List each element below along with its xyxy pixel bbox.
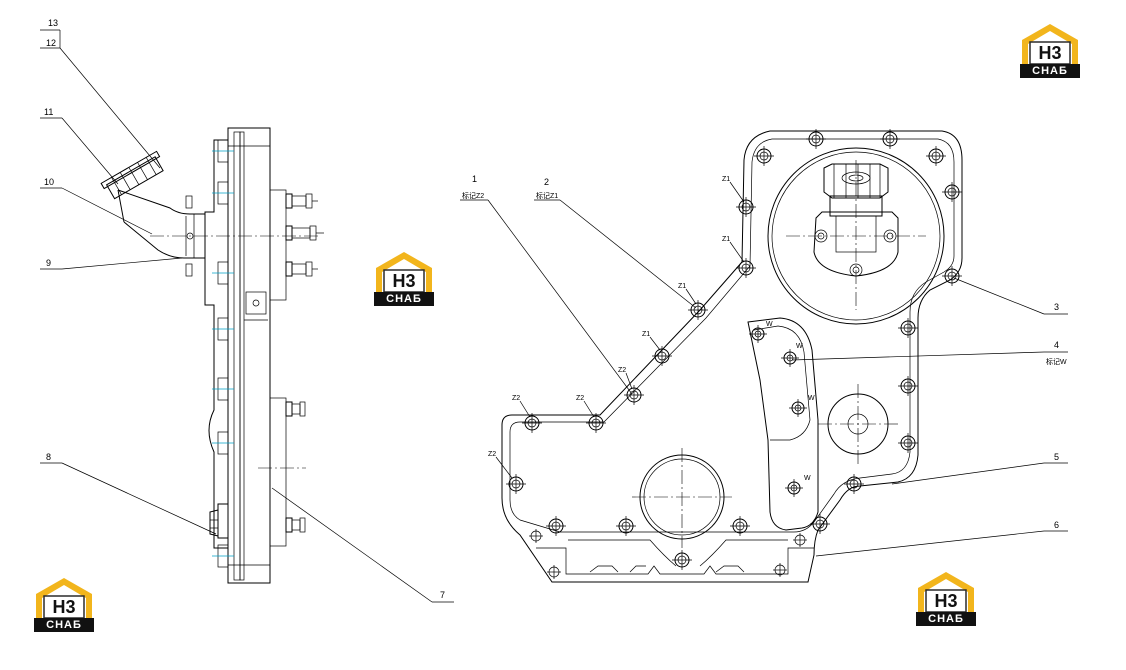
callout-1-mark: 标记Z2: [462, 191, 484, 200]
brand-logo-top-right: H3 CHAБ: [1018, 22, 1082, 80]
callout-2-mark: 标记Z1: [536, 191, 558, 200]
logo-letters: H3: [392, 271, 416, 291]
brand-logo-center: H3 CHAБ: [372, 250, 436, 308]
mark-z1: Z1: [722, 236, 730, 243]
front-callouts: 1 标记Z2 2 标记Z1 3 4 标记W 5 6: [460, 174, 1068, 557]
housing-bolts: [506, 129, 962, 579]
logo-word: CHAБ: [34, 618, 94, 632]
brand-logo-bottom-left: H3 CHAБ: [32, 576, 96, 634]
callout-5: 5: [1054, 452, 1059, 462]
callout-3: 3: [1054, 302, 1059, 312]
callout-1: 1: [472, 174, 477, 184]
mark-w: W: [808, 395, 815, 402]
side-bolts: [285, 193, 324, 533]
logo-word: CHAБ: [916, 612, 976, 626]
callout-12: 12: [46, 38, 56, 48]
bolt-marks: Z1 Z1 Z1 Z1 Z2 Z2 Z2 Z2 W W W W: [488, 176, 815, 482]
mark-z2: Z2: [618, 367, 626, 374]
mark-z2: Z2: [488, 451, 496, 458]
callout-6: 6: [1054, 520, 1059, 530]
callout-13: 13: [48, 18, 58, 28]
mark-z1: Z1: [678, 283, 686, 290]
callout-11: 11: [44, 107, 53, 117]
callout-4: 4: [1054, 340, 1059, 350]
mark-w: W: [796, 343, 803, 350]
logo-letters: H3: [1038, 43, 1062, 63]
logo-word: CHAБ: [1020, 64, 1080, 78]
shaft-bore-small: [818, 384, 898, 464]
drain-plug: [209, 503, 229, 539]
logo-word: CHAБ: [374, 292, 434, 306]
mark-z1: Z1: [722, 176, 730, 183]
mark-z1: Z1: [642, 331, 650, 338]
mark-z2: Z2: [512, 395, 520, 402]
callout-2: 2: [544, 177, 549, 187]
mark-w: W: [804, 475, 811, 482]
oil-channel: [747, 317, 819, 531]
side-view: [100, 127, 324, 584]
callout-7: 7: [440, 590, 445, 600]
mark-z2: Z2: [576, 395, 584, 402]
filler-neck-side: [100, 150, 205, 277]
filler-cap-assembly: [767, 147, 945, 325]
callout-10: 10: [44, 177, 54, 187]
brand-logo-bottom-right: H3 CHAБ: [914, 570, 978, 628]
callout-4-mark: 标记W: [1046, 357, 1067, 366]
callout-8: 8: [46, 452, 51, 462]
side-callouts: 13 12 11 10 9 8 7: [40, 18, 454, 603]
shaft-bore-large: [632, 448, 732, 548]
callout-9: 9: [46, 258, 51, 268]
logo-letters: H3: [52, 597, 76, 617]
mark-w: W: [766, 321, 773, 328]
side-bosses: [212, 139, 234, 568]
logo-letters: H3: [934, 591, 958, 611]
front-view: Z1 Z1 Z1 Z1 Z2 Z2 Z2 Z2 W W W W: [488, 129, 963, 583]
